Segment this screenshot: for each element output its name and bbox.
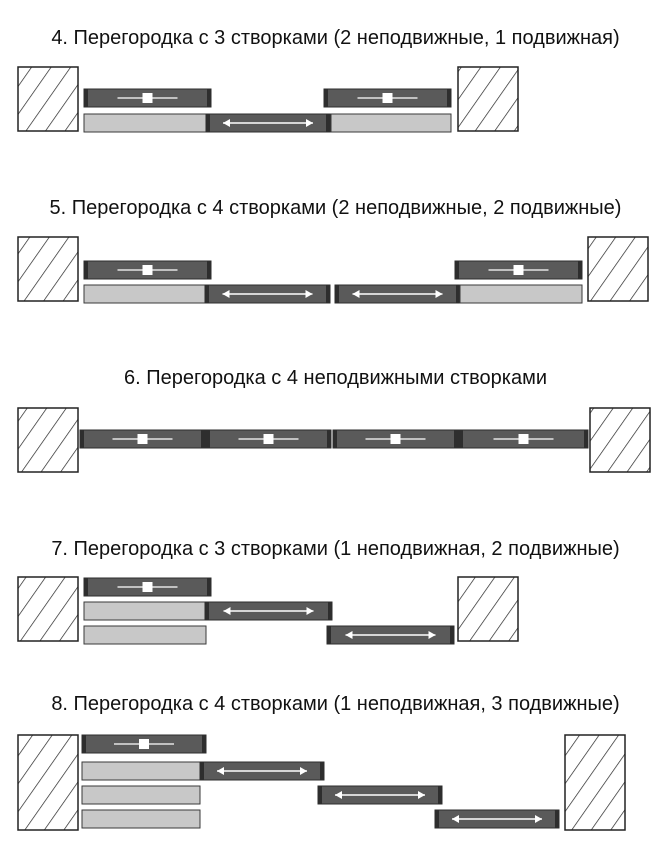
moving-leaf-parked — [81, 761, 203, 781]
moving-leaf — [434, 809, 560, 829]
hatched-wall-icon — [589, 407, 651, 473]
fixed-leaf-marker-icon — [117, 93, 178, 103]
moving-leaf — [199, 761, 325, 781]
fixed-leaf — [79, 429, 206, 449]
moving-leaf — [205, 113, 331, 133]
fixed-leaf — [83, 260, 212, 280]
moving-leaf-parked — [83, 284, 207, 304]
double-arrow-icon — [452, 815, 542, 823]
diagram-8-title: 8. Перегородка с 4 створками (1 неподвиж… — [51, 693, 620, 715]
diagram-7-title: 7. Перегородка с 3 створками (1 неподвиж… — [51, 538, 620, 560]
fixed-leaf-marker-icon — [117, 582, 178, 592]
double-arrow-icon — [345, 631, 436, 639]
moving-leaf-parked — [81, 809, 201, 829]
diagram-4-title: 4. Перегородка с 3 створками (2 неподвиж… — [51, 27, 620, 49]
double-arrow-icon — [223, 607, 314, 615]
fixed-leaf — [81, 734, 207, 754]
fixed-leaf-marker-icon — [488, 265, 549, 275]
fixed-leaf-marker-icon — [114, 739, 174, 749]
moving-leaf-parked — [459, 284, 583, 304]
fixed-leaf-marker-icon — [365, 434, 426, 444]
hatched-wall-icon — [17, 734, 79, 831]
fixed-leaf — [83, 577, 212, 597]
diagram-6-title: 6. Перегородка с 4 неподвижными створкам… — [123, 367, 547, 389]
moving-leaf-parked — [330, 113, 452, 133]
fixed-leaf-marker-icon — [238, 434, 299, 444]
fixed-leaf — [458, 429, 589, 449]
hatched-wall-icon — [457, 66, 519, 132]
moving-leaf-parked — [83, 113, 208, 133]
diagram-5-title: 5. Перегородка с 4 створками (2 неподвиж… — [49, 197, 622, 219]
moving-leaf — [334, 284, 461, 304]
moving-leaf-parked — [83, 625, 207, 645]
double-arrow-icon — [217, 767, 307, 775]
fixed-leaf — [454, 260, 583, 280]
moving-leaf — [326, 625, 455, 645]
hatched-wall-icon — [564, 734, 626, 831]
fixed-leaf-marker-icon — [493, 434, 554, 444]
moving-leaf — [204, 601, 333, 621]
fixed-leaf — [323, 88, 452, 108]
fixed-leaf — [83, 88, 212, 108]
double-arrow-icon — [223, 119, 313, 127]
fixed-leaf-marker-icon — [112, 434, 173, 444]
moving-leaf-parked — [81, 785, 201, 805]
moving-leaf — [317, 785, 443, 805]
fixed-leaf — [205, 429, 332, 449]
fixed-leaf-marker-icon — [357, 93, 418, 103]
double-arrow-icon — [352, 290, 443, 298]
moving-leaf-parked — [83, 601, 207, 621]
fixed-leaf — [332, 429, 459, 449]
double-arrow-icon — [335, 791, 425, 799]
hatched-wall-icon — [17, 407, 79, 473]
hatched-wall-icon — [17, 576, 79, 642]
moving-leaf — [204, 284, 331, 304]
double-arrow-icon — [222, 290, 313, 298]
fixed-leaf-marker-icon — [117, 265, 178, 275]
hatched-wall-icon — [457, 576, 519, 642]
hatched-wall-icon — [17, 236, 79, 302]
hatched-wall-icon — [587, 236, 649, 302]
hatched-wall-icon — [17, 66, 79, 132]
